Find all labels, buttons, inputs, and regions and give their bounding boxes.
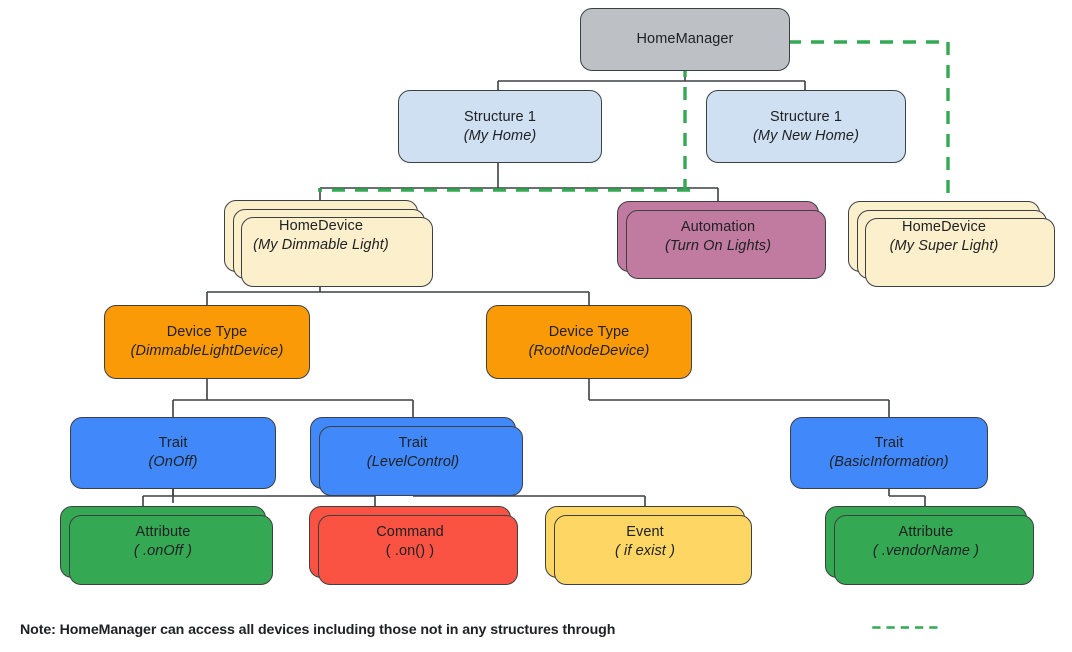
diagram-note: Note: HomeManager can access all devices…: [20, 622, 616, 638]
node-command-on-title: Command: [376, 524, 444, 541]
node-device-type-2-title: Device Type: [548, 324, 630, 341]
node-home-manager[interactable]: HomeManager: [580, 8, 790, 71]
node-trait-onoff-subtitle: (OnOff): [148, 454, 198, 470]
node-device-type-2-subtitle: (RootNodeDevice): [528, 343, 650, 359]
node-home-device-dimmable-light[interactable]: HomeDevice (My Dimmable Light): [224, 200, 433, 287]
node-structure-my-home-subtitle: (My Home): [463, 127, 537, 144]
node-home-device-super-light-title: HomeDevice: [902, 218, 986, 235]
node-trait-basicinformation[interactable]: Trait (BasicInformation): [790, 417, 988, 489]
node-attribute-onoff-title: Attribute: [135, 524, 191, 541]
node-automation-title: Automation: [680, 218, 756, 235]
note-legend-dashed-line: [872, 626, 940, 629]
node-device-type-1-subtitle: (DimmableLightDevice): [130, 343, 284, 359]
node-home-device-dimmable-light-subtitle: (My Dimmable Light): [253, 237, 389, 253]
node-trait-levelcontrol-title: Trait: [398, 435, 428, 452]
node-event-title: Event: [626, 524, 664, 541]
node-structure-my-home-title: Structure 1: [463, 108, 537, 125]
node-home-device-dimmable-light-title: HomeDevice: [279, 218, 363, 235]
node-trait-levelcontrol[interactable]: Trait (LevelControl): [310, 417, 523, 496]
node-event-if-exist[interactable]: Event ( if exist ): [545, 506, 752, 585]
node-home-device-super-light[interactable]: HomeDevice (My Super Light): [848, 201, 1055, 287]
node-attribute-onoff-subtitle: ( .onOff ): [133, 543, 193, 559]
node-device-type-dimmable-light-device[interactable]: Device Type (DimmableLightDevice): [104, 305, 310, 379]
node-event-subtitle: ( if exist ): [614, 543, 675, 559]
node-structure-my-new-home-title: Structure 1: [769, 108, 843, 125]
node-attribute-vendorname-title: Attribute: [898, 524, 954, 541]
node-automation-subtitle: (Turn On Lights): [664, 237, 772, 254]
node-structure-my-home[interactable]: Structure 1 (My Home): [398, 90, 602, 163]
node-trait-basicinformation-subtitle: (BasicInformation): [829, 454, 949, 470]
node-home-device-super-light-subtitle: (My Super Light): [889, 237, 999, 254]
node-attribute-onoff[interactable]: Attribute ( .onOff ): [60, 506, 273, 585]
node-attribute-vendorname[interactable]: Attribute ( .vendorName ): [825, 506, 1034, 585]
node-trait-basicinformation-title: Trait: [874, 435, 904, 452]
node-command-on-subtitle: ( .on() ): [385, 543, 435, 559]
node-automation-turn-on-lights[interactable]: Automation (Turn On Lights): [617, 201, 826, 279]
node-home-manager-title: HomeManager: [636, 31, 734, 48]
node-device-type-1-title: Device Type: [166, 324, 248, 341]
node-trait-levelcontrol-subtitle: (LevelControl): [366, 454, 460, 470]
node-structure-my-new-home[interactable]: Structure 1 (My New Home): [706, 90, 906, 163]
node-trait-onoff-title: Trait: [158, 435, 188, 452]
node-trait-onoff[interactable]: Trait (OnOff): [70, 417, 276, 489]
node-command-on[interactable]: Command ( .on() ): [309, 506, 518, 585]
node-structure-my-new-home-subtitle: (My New Home): [752, 127, 860, 144]
node-device-type-root-node-device[interactable]: Device Type (RootNodeDevice): [486, 305, 692, 379]
node-attribute-vendorname-subtitle: ( .vendorName ): [872, 543, 980, 559]
